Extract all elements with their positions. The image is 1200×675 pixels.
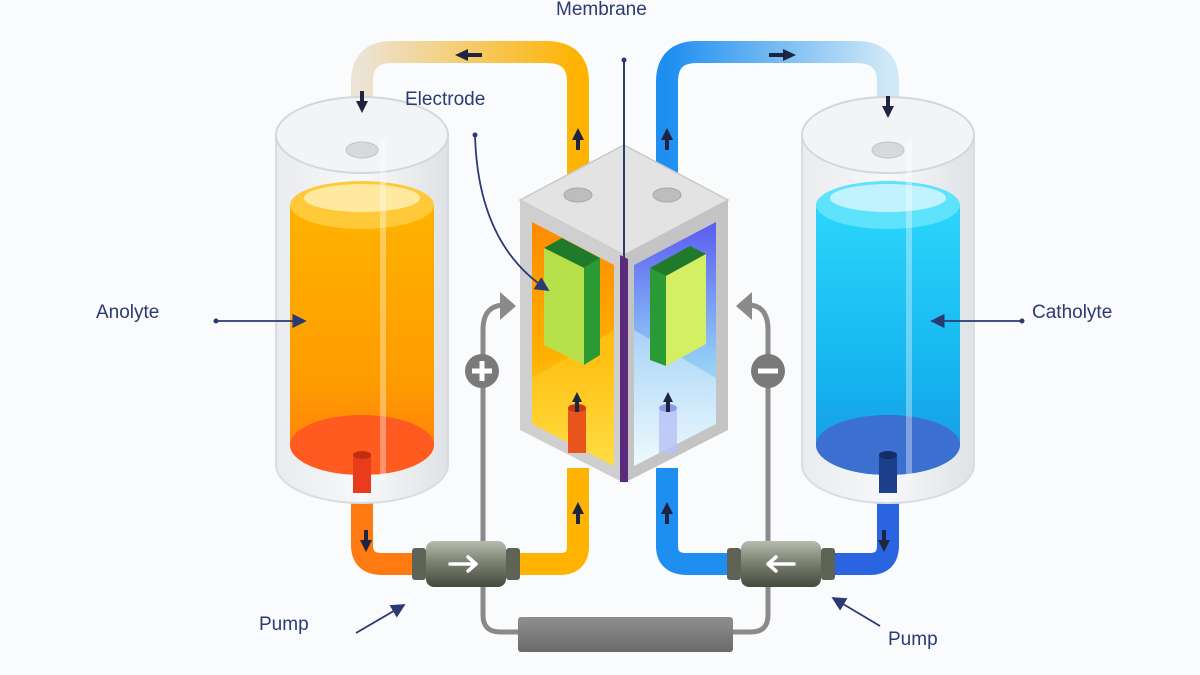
catholyte-cell-outlet-pipe <box>656 468 735 575</box>
left-pump-pointer <box>355 604 406 634</box>
bottom-wire-left <box>480 582 521 635</box>
electrode-label: Electrode <box>405 89 486 110</box>
pump-direction-arrow-icon <box>448 555 478 573</box>
left-pump <box>412 541 520 587</box>
membrane <box>620 255 628 482</box>
left-electrode <box>544 238 600 365</box>
anolyte-pump-inlet-pipe <box>351 495 420 575</box>
left-pump-label: Pump <box>259 614 309 635</box>
right-pump-label: Pump <box>888 629 938 650</box>
arrow-icon <box>356 49 894 552</box>
plus-icon <box>465 354 499 388</box>
negative-wire-arrow-icon <box>736 292 752 320</box>
catholyte-supply-pipe <box>656 41 899 190</box>
anolyte-label: Anolyte <box>96 302 160 323</box>
external-load <box>518 617 733 652</box>
minus-icon <box>751 354 785 388</box>
positive-wire-arrow-icon <box>500 292 516 320</box>
anolyte-tank <box>275 96 449 504</box>
right-electrode <box>650 246 706 366</box>
anolyte-return-pipe <box>351 41 589 190</box>
anolyte-cell-inlet-pipe <box>515 468 589 575</box>
right-pump <box>727 541 835 587</box>
electrode-pointer <box>474 134 550 291</box>
catholyte-tank <box>801 96 975 504</box>
catholyte-label: Catholyte <box>1032 302 1113 323</box>
electrochemical-cell <box>518 144 730 483</box>
catholyte-pump-outlet-pipe <box>822 495 899 575</box>
pump-direction-arrow-icon <box>766 555 796 573</box>
right-pump-pointer <box>831 597 881 627</box>
membrane-label: Membrane <box>556 0 647 20</box>
bottom-wire-right <box>730 582 771 635</box>
